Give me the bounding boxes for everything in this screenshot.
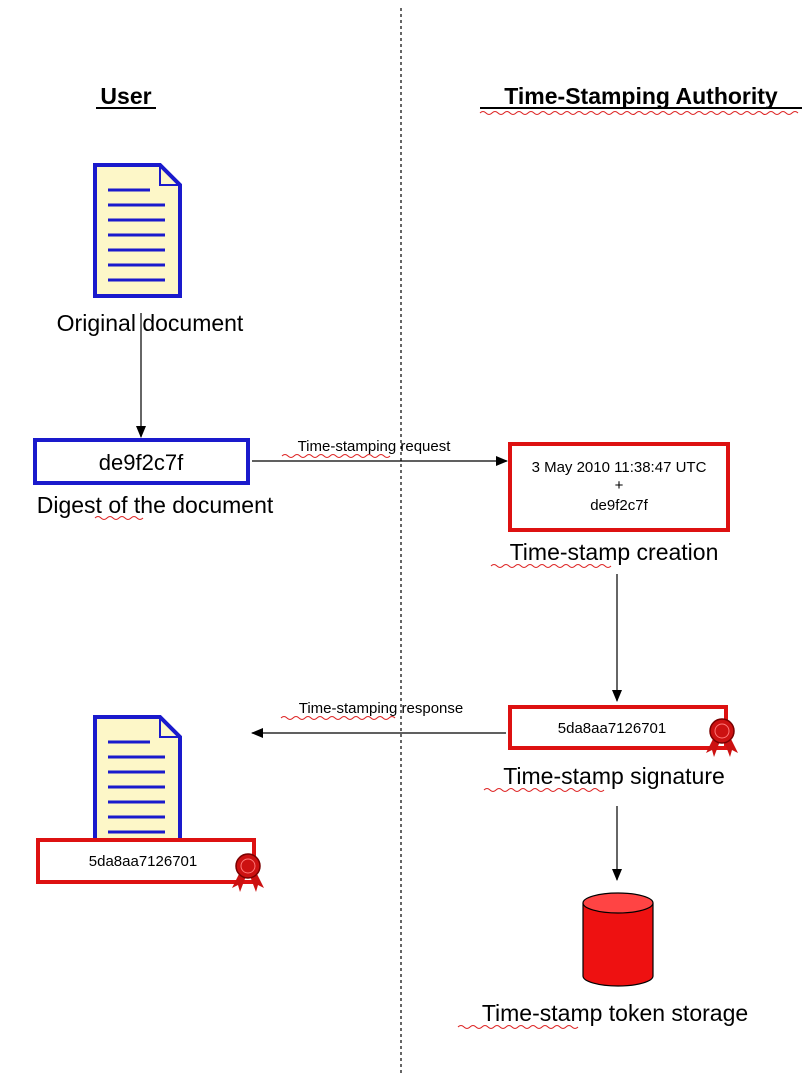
storage-caption: Time-stamp token storage: [482, 1000, 748, 1026]
digest-box: de9f2c7f: [33, 438, 250, 485]
seal-icon: [706, 718, 738, 757]
seal-icon: [232, 853, 264, 892]
creation-plus: +: [615, 477, 624, 494]
spellcheck-squiggle: [479, 111, 799, 115]
lane-header-user: User: [100, 83, 151, 109]
spellcheck-squiggle: [94, 516, 144, 520]
spellcheck-squiggle: [457, 1025, 579, 1029]
creation-caption: Time-stamp creation: [510, 539, 719, 565]
response-label: Time-stamping response: [299, 700, 464, 717]
lane-header-tsa: Time-Stamping Authority: [504, 83, 778, 109]
stamped-token-box: 5da8aa7126701: [36, 838, 256, 884]
timestamp-creation-box: 3 May 2010 11:38:47 UTC + de9f2c7f: [508, 442, 730, 532]
stamped-document-icon: [93, 715, 182, 848]
timestamp-signature-box: 5da8aa7126701: [508, 705, 728, 750]
spellcheck-squiggle: [280, 716, 396, 720]
digest-value: de9f2c7f: [99, 450, 184, 475]
spellcheck-squiggle: [490, 564, 612, 568]
database-cylinder-icon: [582, 892, 654, 987]
signature-caption: Time-stamp signature: [503, 763, 725, 789]
spellcheck-squiggle: [483, 788, 605, 792]
stamped-token-value: 5da8aa7126701: [89, 853, 197, 870]
document-icon: [93, 163, 182, 298]
original-document-caption: Original document: [57, 310, 244, 336]
creation-digest: de9f2c7f: [590, 497, 648, 514]
spellcheck-squiggle: [281, 454, 391, 458]
request-label: Time-stamping request: [298, 438, 452, 455]
creation-time: 3 May 2010 11:38:47 UTC: [532, 459, 707, 476]
signature-value: 5da8aa7126701: [558, 720, 666, 737]
digest-caption: Digest of the document: [37, 492, 274, 518]
